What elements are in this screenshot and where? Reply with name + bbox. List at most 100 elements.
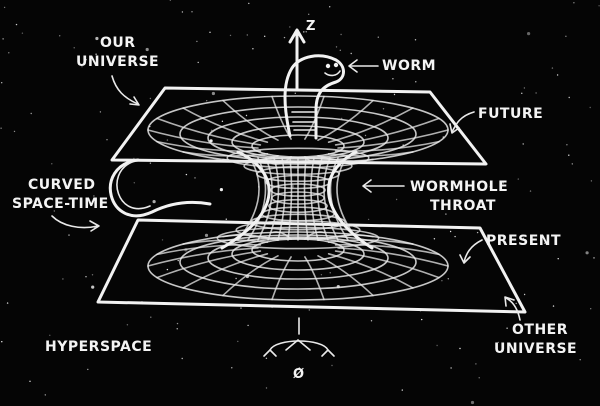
star [266,358,267,359]
star [206,100,207,101]
star [248,3,249,4]
star [524,87,525,88]
rotation-arrowhead-left [264,350,276,356]
star [371,320,372,321]
our-universe-arrow [112,76,138,104]
star [295,93,296,94]
rotation-arrowhead-right [322,350,334,356]
star [209,32,210,33]
star [127,324,128,325]
star [415,39,416,40]
star [336,46,337,47]
star [590,107,591,108]
star [205,234,208,237]
star [49,335,50,336]
star [92,274,93,275]
star [4,7,5,8]
star [247,34,248,35]
star [330,272,331,273]
star [186,174,187,175]
future-label: FUTURE [478,106,543,122]
star [74,47,75,48]
star [396,199,397,200]
future-arrow [452,112,474,132]
star [100,111,101,112]
star [235,278,236,279]
star [506,328,507,329]
star [226,219,227,220]
star [448,278,449,279]
rotation-arc [270,341,328,350]
our-universe-label-line1: OUR [100,35,136,51]
worm-label: WORM [382,58,436,74]
star [178,260,179,261]
star [557,74,558,75]
star [329,6,330,7]
star [153,200,156,203]
star [558,258,559,259]
star [252,48,253,49]
star [321,274,322,275]
star [566,144,567,145]
z-axis-label: Z [306,19,316,34]
star [340,34,341,35]
star [68,234,69,235]
star [134,182,135,183]
star [450,231,451,232]
star [246,115,247,116]
hyperspace-label: HYPERSPACE [45,339,152,355]
star [29,381,30,382]
our-universe-label-line2: UNIVERSE [76,54,159,70]
star [146,48,149,51]
star [62,278,63,279]
star [194,177,195,178]
star [368,219,369,220]
star [95,37,98,40]
star [247,325,248,326]
worm-eye [326,64,330,68]
funnel-ring [232,238,364,270]
star [0,128,1,129]
curved-space-time-label-line1: CURVED [28,177,95,193]
star [212,92,215,95]
wormhole-throat-label-line1: WORMHOLE [410,179,508,195]
star [51,163,52,164]
star [565,36,566,37]
star [436,345,437,346]
star [182,11,183,12]
star [2,38,3,39]
star [590,308,591,309]
star [518,178,519,179]
star [450,367,451,368]
star [264,36,265,37]
star [177,328,178,329]
star [477,232,478,233]
star [16,24,17,25]
star [170,0,171,1]
star [340,50,341,51]
star [580,359,581,360]
star [535,92,536,93]
star [240,307,241,308]
star [266,387,267,388]
star [1,341,2,342]
star [421,319,422,320]
present-arrow [464,240,482,262]
lower-plane [98,220,525,312]
star [568,155,569,156]
star [441,280,442,281]
star [479,377,480,378]
star [222,121,223,122]
star [167,139,168,140]
star [383,108,384,109]
star [593,257,594,258]
star [230,35,231,36]
star [289,26,290,27]
present-label: PRESENT [486,233,561,249]
star [434,238,435,239]
star [331,365,332,366]
star [87,369,88,370]
star [85,276,86,277]
star [59,35,60,36]
